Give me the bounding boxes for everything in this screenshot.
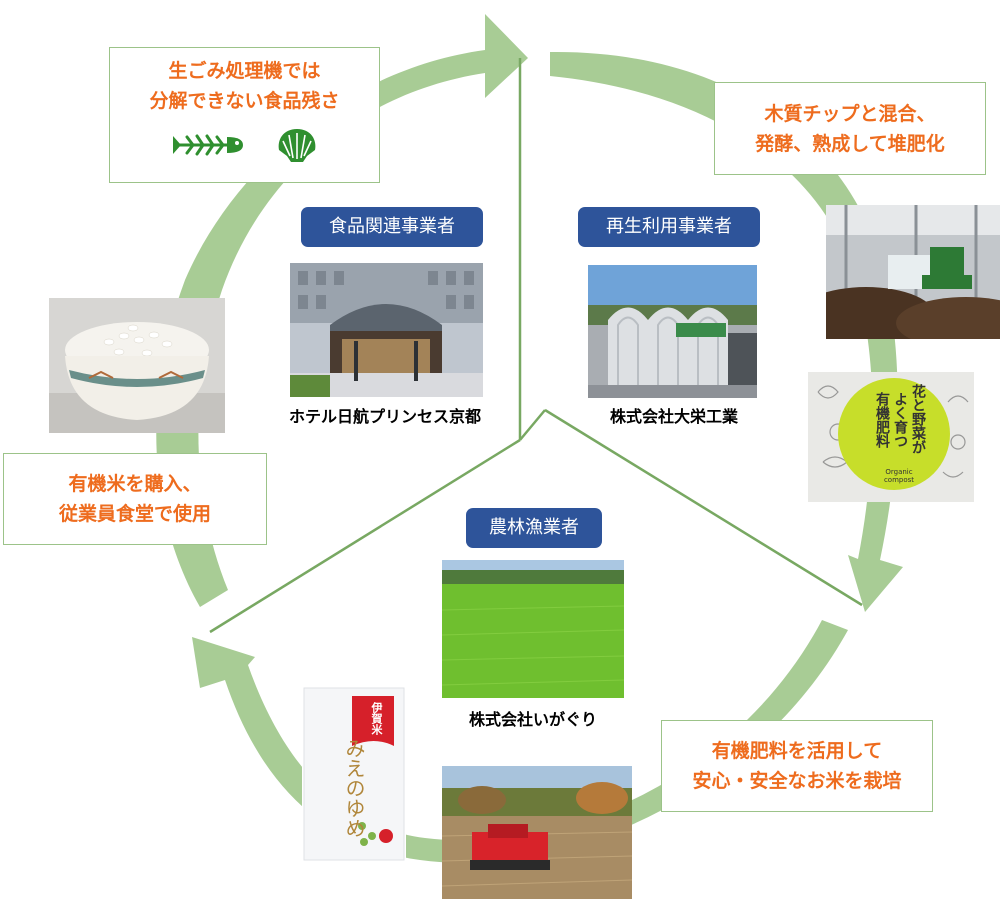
- callout-leftover-line2: 分解できない食品残さ: [149, 90, 340, 112]
- cycle-arrow-right: [550, 51, 903, 613]
- company-igaguri: 株式会社いがぐり: [468, 710, 597, 729]
- fertilizer-label-2: よく育つ: [892, 392, 908, 448]
- callout-leftover-line1: 生ごみ処理機では: [168, 60, 321, 82]
- callout-compost-line1: 木質チップと混合、: [764, 102, 936, 125]
- rice-bag-brand: みえのゆめ: [342, 738, 366, 838]
- callout-compost: 木質チップと混合、 発酵、熟成して堆肥化: [714, 82, 986, 175]
- company-hotel: ホテル日航プリンセス京都: [288, 407, 481, 426]
- cycle-arrows: [156, 14, 903, 863]
- shell-icon: [278, 129, 315, 162]
- divider-right: [544, 408, 863, 607]
- role-recycling-business: 再生利用事業者: [578, 207, 760, 247]
- callout-organic-rice: 有機肥料を活用して 安心・安全なお米を栽培: [661, 720, 933, 812]
- fertilizer-label-3: 有機肥料: [874, 392, 890, 448]
- rice-field-photo: [442, 560, 624, 698]
- callout-compost-line2: 発酵、熟成して堆肥化: [755, 132, 945, 155]
- callout-rice-line2: 安心・安全なお米を栽培: [692, 770, 902, 792]
- role-agriculture-business: 農林漁業者: [466, 508, 602, 548]
- fish-bone-icon: [172, 134, 243, 156]
- fertilizer-label-1: 花と野菜が: [910, 384, 926, 454]
- cycle-arrow-top-left: [156, 14, 528, 607]
- fertilizer-bag-photo: 花と野菜が よく育つ 有機肥料 Organic compost: [808, 372, 974, 502]
- hotel-photo: [290, 263, 483, 397]
- harvester-field-photo: [442, 766, 632, 899]
- company-taiei: 株式会社大栄工業: [609, 407, 738, 426]
- rice-bag-photo: 伊賀米 みえのゆめ: [302, 686, 406, 862]
- factory-photo: [588, 265, 757, 398]
- callout-purchase-line2: 従業員食堂で使用: [58, 503, 211, 525]
- role-food-business: 食品関連事業者: [301, 207, 483, 247]
- callout-icons: [171, 126, 319, 164]
- callout-purchase: 有機米を購入、 従業員食堂で使用: [3, 453, 267, 545]
- rice-bowl-photo: [49, 298, 225, 433]
- rice-bag-origin: 伊賀米: [370, 702, 383, 735]
- callout-food-leftover: 生ごみ処理機では 分解できない食品残さ: [109, 47, 380, 183]
- fertilizer-sub-label: Organic compost: [883, 468, 915, 484]
- divider-mid: [519, 409, 546, 441]
- callout-purchase-line1: 有機米を購入、: [68, 473, 202, 495]
- divider-left: [209, 438, 521, 634]
- sector-dividers: [209, 58, 863, 634]
- callout-rice-line1: 有機肥料を活用して: [711, 740, 883, 762]
- compost-yard-photo: [826, 205, 1000, 339]
